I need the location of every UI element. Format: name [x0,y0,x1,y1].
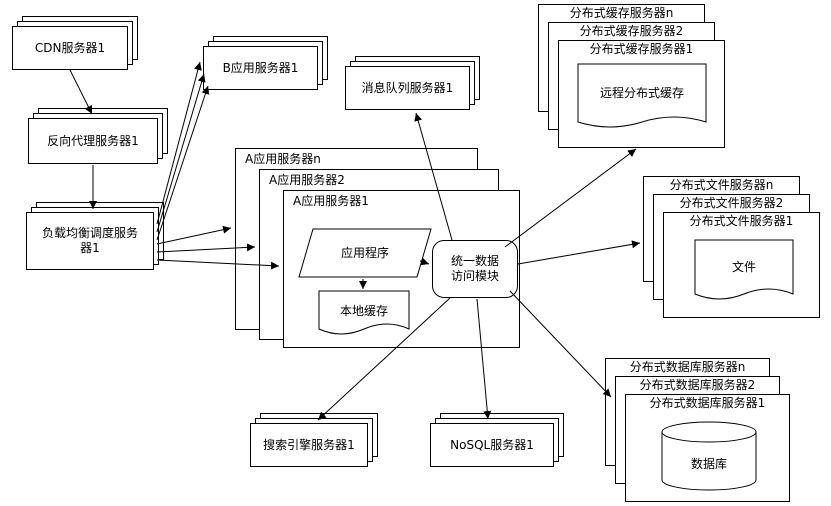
app-server-a-1-label: A应用服务器1 [293,194,369,208]
dist-cache-stack: 分布式缓存服务器n 分布式缓存服务器2 分布式缓存服务器1 远程分布式缓存 [538,4,725,148]
arrow-data-access-to-dist-cache [504,148,637,248]
dist-file-1-label: 分布式文件服务器1 [689,214,794,228]
app-server-b-stack: B应用服务器1 [203,36,328,90]
dist-db-stack: 分布式数据库服务器n 分布式数据库服务器2 分布式数据库服务器1 数据库 [605,358,790,502]
dist-file-1-box: 分布式文件服务器1 文件 [663,212,820,318]
reverse-proxy-node: 反向代理服务器1 [28,118,158,164]
document-shape [577,63,707,128]
load-balancer-node: 负载均衡调度服务器1 [26,212,154,270]
dist-cache-n-label: 分布式缓存服务器n [569,6,674,20]
search-engine-stack: 搜索引擎服务器1 [250,413,378,467]
nosql-stack: NoSQL服务器1 [430,413,564,467]
cylinder-shape [661,421,757,491]
file-label: 文件 [731,259,756,274]
message-queue-label: 消息队列服务器1 [361,80,454,95]
application-node: 应用程序 [298,228,432,278]
document-shape [694,239,794,300]
local-cache-node: 本地缓存 [318,290,410,340]
parallelogram-shape [298,228,432,278]
cdn-server-stack: CDN服务器1 [12,16,138,70]
nosql-label: NoSQL服务器1 [450,437,534,452]
dist-cache-2-label: 分布式缓存服务器2 [579,24,684,38]
search-engine-node: 搜索引擎服务器1 [250,423,368,467]
arrow-data-access-to-dist-db [509,290,612,398]
unified-data-access-node: 统一数据访问模块 [432,240,518,298]
local-cache-label: 本地缓存 [339,303,388,318]
message-queue-stack: 消息队列服务器1 [345,56,480,110]
database-label: 数据库 [690,456,727,471]
app-server-b-label: B应用服务器1 [222,60,299,75]
remote-dist-cache-label: 远程分布式缓存 [599,85,684,100]
application-label: 应用程序 [340,245,389,260]
dist-file-stack: 分布式文件服务器n 分布式文件服务器2 分布式文件服务器1 文件 [643,176,820,318]
dist-cache-1-label: 分布式缓存服务器1 [589,42,694,56]
load-balancer-label: 负载均衡调度服务器1 [41,226,138,255]
arrow-load-balancer-to-app-a-n [156,225,232,245]
search-engine-label: 搜索引擎服务器1 [263,437,355,452]
message-queue-node: 消息队列服务器1 [345,66,470,110]
app-server-a-n-label: A应用服务器n [245,152,321,166]
app-server-b-node: B应用服务器1 [203,46,318,90]
reverse-proxy-label: 反向代理服务器1 [47,133,139,148]
arrow-data-access-to-dist-file [517,240,641,265]
load-balancer-stack: 负载均衡调度服务器1 [26,202,164,270]
reverse-proxy-stack: 反向代理服务器1 [28,108,168,164]
dist-file-2-label: 分布式文件服务器2 [679,196,784,210]
dist-db-1-box: 分布式数据库服务器1 数据库 [625,394,790,502]
app-server-a-2-label: A应用服务器2 [269,173,345,187]
dist-file-n-label: 分布式文件服务器n [669,178,774,192]
cdn-server-label: CDN服务器1 [34,40,106,55]
remote-dist-cache-node: 远程分布式缓存 [577,63,707,133]
dist-db-n-label: 分布式数据库服务器n [629,360,746,374]
file-node: 文件 [694,239,794,305]
cdn-server-node: CDN服务器1 [12,26,128,70]
dist-db-2-label: 分布式数据库服务器2 [639,378,756,392]
unified-data-access-label: 统一数据访问模块 [450,254,499,283]
dist-cache-1-box: 分布式缓存服务器1 远程分布式缓存 [558,40,725,148]
nosql-node: NoSQL服务器1 [430,423,554,467]
dist-db-1-label: 分布式数据库服务器1 [649,396,766,410]
database-node: 数据库 [661,421,757,491]
